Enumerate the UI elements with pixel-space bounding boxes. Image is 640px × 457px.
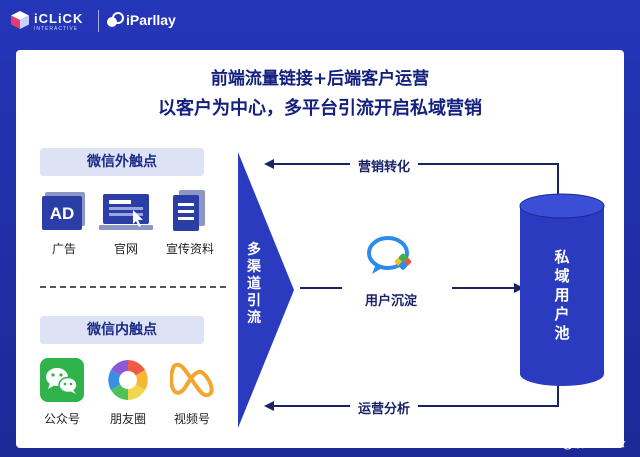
wecom-icon — [366, 234, 416, 278]
channels-icon — [169, 360, 214, 400]
outside-item-label: 官网 — [113, 242, 138, 256]
website-icon — [99, 192, 153, 232]
document-icon — [173, 190, 205, 232]
title-line-1: 前端流量链接+后端客户运营 — [210, 69, 430, 89]
funnel-shape — [238, 152, 294, 428]
ad-icon-text: AD — [50, 204, 75, 223]
logo1-subtext: INTERACTIVE — [34, 26, 79, 32]
outside-touchpoints-label: 微信外触点 — [40, 148, 204, 176]
hub-label: 用户沉淀 — [364, 294, 417, 309]
header: iCLiCK INTERACTIVE iParllay — [0, 0, 640, 44]
moments-icon — [106, 358, 150, 402]
dashed-divider — [40, 286, 226, 288]
iparllay-mark-icon — [107, 12, 124, 27]
watermark: 头条 @胖鲸头条 — [530, 436, 626, 451]
iclick-logo: iCLiCK INTERACTIVE — [10, 8, 94, 36]
diagram-card: 前端流量链接+后端客户运营 以客户为中心，多平台引流开启私域营销 微信外触点 A… — [16, 50, 624, 448]
cube-icon — [11, 11, 29, 29]
outside-item-label: 广告 — [51, 242, 76, 256]
inside-touchpoints-label: 微信内触点 — [40, 316, 204, 344]
ad-icon: AD — [42, 192, 86, 232]
inside-item-label: 朋友圈 — [109, 412, 146, 426]
logo-divider — [98, 10, 99, 32]
flow-label-bottom: 运营分析 — [350, 398, 419, 417]
outside-item-label: 宣传资料 — [165, 242, 214, 256]
logo1-text: iCLiCK — [34, 11, 84, 26]
logo2-text: iParllay — [126, 12, 176, 28]
title-line-2: 以客户为中心，多平台引流开启私域营销 — [158, 98, 482, 119]
private-pool-cylinder — [519, 193, 605, 386]
pool-text: 私域用户池 — [554, 248, 570, 342]
flow-label-top: 营销转化 — [350, 156, 419, 175]
inside-item-label: 视频号 — [173, 412, 210, 426]
inside-item-label: 公众号 — [43, 412, 80, 426]
wechat-icon — [40, 358, 84, 402]
funnel-text: 多渠道引流 — [247, 242, 261, 326]
